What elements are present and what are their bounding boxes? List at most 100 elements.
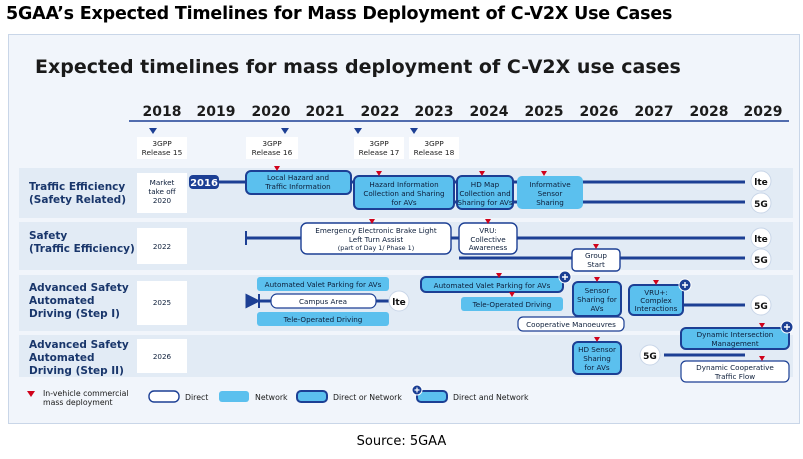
box-text: Collective	[470, 235, 506, 244]
year-label: 2018	[143, 104, 182, 120]
year-label: 2026	[580, 104, 619, 120]
legend-label: In-vehicle commercial	[43, 389, 129, 398]
legend: In-vehicle commercial mass deployment Di…	[27, 384, 529, 407]
5g-icon-label: 5G	[643, 352, 657, 362]
release-17-line2: Release 17	[359, 148, 400, 157]
row-label: (Safety Related)	[29, 194, 126, 206]
row-label: Advanced Safety	[29, 339, 129, 351]
year-label: 2020	[252, 104, 291, 120]
row-label: Driving (Step I)	[29, 308, 120, 320]
mass-deployment-marker	[485, 219, 491, 224]
mass-deployment-marker	[593, 244, 599, 249]
box-text: Traffic Information	[264, 182, 330, 191]
box-text: HD Sensor	[578, 345, 616, 354]
release-markers: 3GPP Release 15 3GPP Release 16 3GPP Rel…	[137, 128, 459, 159]
release-15-line1: 3GPP	[152, 139, 172, 148]
box-valet-parking-2	[420, 276, 564, 293]
release-marker-icon	[149, 128, 157, 134]
legend-direct-and-network-swatch	[416, 390, 448, 403]
box-text: Campus Area	[299, 297, 347, 306]
year-label: 2028	[690, 104, 729, 120]
5g-icon	[750, 248, 772, 270]
release-16-line1: 3GPP	[262, 139, 282, 148]
release-marker-icon	[410, 128, 418, 134]
year-label: 2025	[525, 104, 564, 120]
mass-deployment-marker	[274, 166, 280, 171]
legend-direct-or-network-swatch	[296, 390, 328, 403]
box-tele-operated-1	[257, 312, 389, 326]
year-label: 2027	[635, 104, 674, 120]
legend-label: Direct	[185, 393, 208, 402]
release-16-line2: Release 16	[252, 148, 293, 157]
box-text: Dynamic Cooperative	[696, 363, 774, 372]
box-text: Start	[587, 260, 605, 269]
row-safety: Emergency Electronic Brake Light Left Tu…	[245, 219, 772, 272]
lte-icon	[388, 290, 410, 312]
release-15-box	[137, 137, 187, 159]
box-text: Dynamic Intersection	[697, 330, 774, 339]
box-text: HD Map	[471, 180, 500, 189]
box-text: Tele-Operated Driving	[283, 315, 363, 324]
5g-icon	[639, 344, 661, 366]
mass-deployment-marker	[496, 273, 502, 278]
takeoff-box	[137, 281, 187, 325]
box-cooperative-manoeuvres	[517, 316, 625, 332]
box-text: Emergency Electronic Brake Light	[315, 226, 437, 235]
release-marker-icon	[354, 128, 362, 134]
year-label: 2022	[361, 104, 400, 120]
release-17-box	[354, 137, 404, 159]
row-label: (Traffic Efficiency)	[29, 243, 135, 255]
mass-deployment-marker	[759, 356, 765, 361]
box-valet-parking-1	[257, 277, 389, 291]
takeoff-box	[137, 173, 187, 213]
box-text: Sensor	[538, 189, 563, 198]
legend-mass-deployment-marker	[27, 391, 35, 397]
lte-icon	[750, 227, 772, 249]
box-text: Management	[711, 339, 759, 348]
source-caption: Source: 5GAA	[356, 434, 447, 449]
takeoff-text: 2025	[153, 298, 171, 307]
year-label: 2019	[197, 104, 236, 120]
release-16-box	[246, 137, 298, 159]
row-label: Traffic Efficiency	[29, 181, 125, 193]
box-text: Traffic Flow	[714, 372, 755, 381]
release-17-line1: 3GPP	[369, 139, 389, 148]
box-text: Sensor	[585, 286, 610, 295]
box-local-hazard	[245, 170, 352, 195]
timeline-diagram: Expected timelines for mass deployment o…	[19, 56, 794, 407]
5g-icon-label: 5G	[754, 256, 768, 266]
box-text: (part of Day 1/ Phase 1)	[338, 244, 414, 252]
mass-deployment-marker	[376, 171, 382, 176]
box-text: AVs	[590, 304, 603, 313]
lte-icon-label: lte	[392, 298, 406, 308]
year-label: 2021	[306, 104, 345, 120]
timeline-figure: Expected timelines for mass deployment o…	[8, 34, 800, 424]
box-text: Interactions	[635, 304, 678, 313]
box-dynamic-intersection	[680, 327, 790, 350]
box-text: Complex	[640, 296, 672, 305]
box-text: Tele-Operated Driving	[472, 300, 552, 309]
box-text: Automated Valet Parking for AVs	[265, 280, 382, 289]
release-18-box	[409, 137, 459, 159]
mass-deployment-marker	[594, 337, 600, 342]
badge-2016	[189, 175, 219, 189]
box-text: VRU+:	[644, 288, 668, 297]
lte-icon-label: lte	[754, 178, 768, 188]
takeoff-text: take off	[148, 187, 176, 196]
box-text: Hazard Information	[369, 180, 438, 189]
takeoff-text: Market	[150, 178, 175, 187]
takeoff-text: 2020	[153, 196, 172, 205]
year-label: 2023	[415, 104, 454, 120]
box-text: Sharing	[583, 354, 611, 363]
mass-deployment-marker	[479, 171, 485, 176]
box-text: Local Hazard and	[267, 173, 329, 182]
page-title: 5GAA’s Expected Timelines for Mass Deplo…	[6, 4, 673, 24]
row-advanced-step2: HD Sensor Sharing for AVs 5G Dynamic Int…	[572, 320, 794, 383]
row-label: Advanced Safety	[29, 282, 129, 294]
box-text: for AVs	[584, 363, 610, 372]
box-tele-operated-2	[461, 297, 563, 311]
plus-icon-glyph	[414, 387, 420, 393]
box-text: Group	[585, 251, 607, 260]
mass-deployment-marker	[653, 280, 659, 285]
plus-icon-glyph	[562, 274, 568, 280]
